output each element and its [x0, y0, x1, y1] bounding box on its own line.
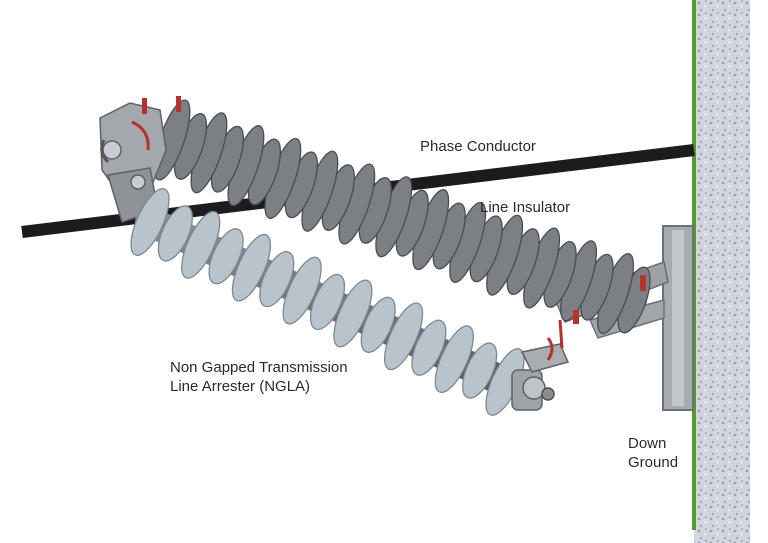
ngla-arrester: [130, 188, 525, 416]
down-ground-label: Down Ground: [628, 434, 678, 472]
arrester-shed: [231, 233, 272, 302]
down-ground-label-line-1: Down: [628, 435, 667, 452]
arrester-shed: [462, 342, 498, 399]
arrester-shed: [208, 228, 244, 285]
arrester-shed: [333, 279, 373, 348]
arrester-shed: [130, 188, 170, 256]
arrester-shed: [157, 205, 193, 262]
line-insulator: [153, 99, 651, 335]
arrester-shed: [383, 302, 424, 371]
ngla-label-line-2: Line Arrester (NGLA): [170, 378, 311, 395]
ngla-label: Non Gapped Transmission Line Arrester (N…: [170, 358, 348, 396]
down-ground-label-line-2: Ground: [628, 454, 679, 471]
arrester-shed: [259, 251, 295, 308]
arrester-shed: [434, 325, 474, 394]
arrester-shed: [360, 296, 396, 353]
arrester-shed: [411, 319, 447, 376]
arrester-shed: [282, 256, 322, 325]
structure-wall: [694, 0, 750, 543]
line-insulator-label: Line Insulator: [480, 199, 571, 216]
arrester-shed: [181, 210, 221, 279]
arrester-shed: [309, 273, 346, 331]
phase-conductor-label: Phase Conductor: [420, 138, 536, 155]
arrester-end-fitting: [511, 275, 646, 411]
ngla-label-line-1: Non Gapped Transmission: [170, 359, 348, 376]
